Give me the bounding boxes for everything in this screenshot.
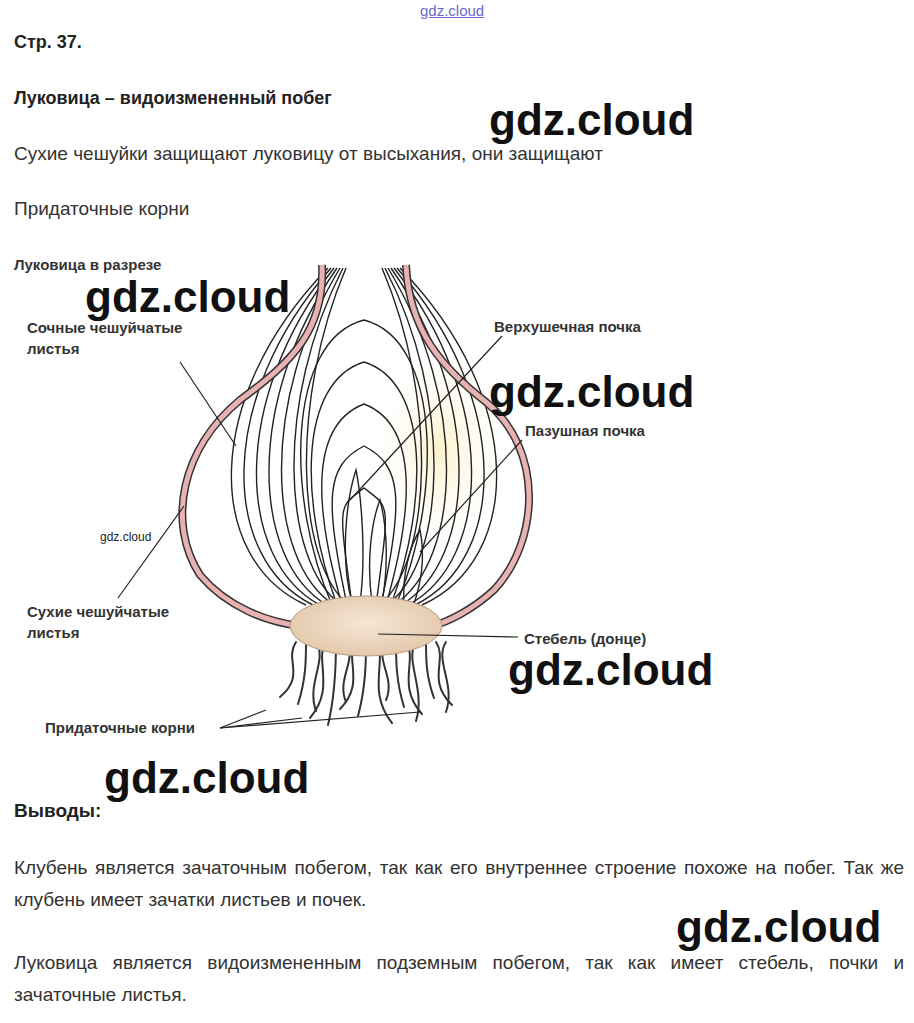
apical-bud [345,470,363,602]
part-label: Верхушечная почка [494,316,641,337]
root [328,642,336,725]
scale-leaf [391,268,459,605]
inner-scale [301,320,428,605]
inner-scale [322,404,407,605]
watermark: gdz.cloud [676,902,881,952]
root [412,642,418,721]
root [426,642,434,698]
root [280,642,296,697]
watermark: gdz.cloud [85,272,290,322]
part-label: Придаточные корни [45,717,195,738]
root [310,642,326,718]
page-number: Стр. 37. [14,32,82,53]
watermark: gdz.cloud [508,645,713,695]
root [442,642,448,712]
body-text: Сухие чешуйки защищают луковицу от высых… [14,143,603,165]
part-label: Сочные чешуйчатые листья [27,317,217,359]
body-paragraph: Луковица является видоизмененным подземн… [14,947,904,1011]
figure-caption: Луковица в разрезе [14,254,161,275]
watermark: gdz.cloud [100,530,151,544]
scale-leaf [397,268,484,605]
watermark: gdz.cloud [489,95,694,145]
leader-lines [118,336,522,728]
body-text: Придаточные корни [14,198,189,220]
section-heading: Выводы: [14,800,101,822]
inner-scale [311,362,417,605]
watermark: gdz.cloud [104,753,309,803]
root [313,642,319,711]
axillary-bud [404,530,423,604]
inner-scale [332,446,396,605]
watermark: gdz.cloud [489,367,694,417]
part-label: Сухие чешуйчатые листья [27,601,202,643]
axillary-bud [370,500,387,602]
stem-disc [290,596,442,656]
root [298,642,306,704]
watermark: gdz.cloud [420,2,484,19]
part-label: Пазушная почка [525,420,645,441]
page-title: Луковица – видоизмененный побег [14,88,332,109]
